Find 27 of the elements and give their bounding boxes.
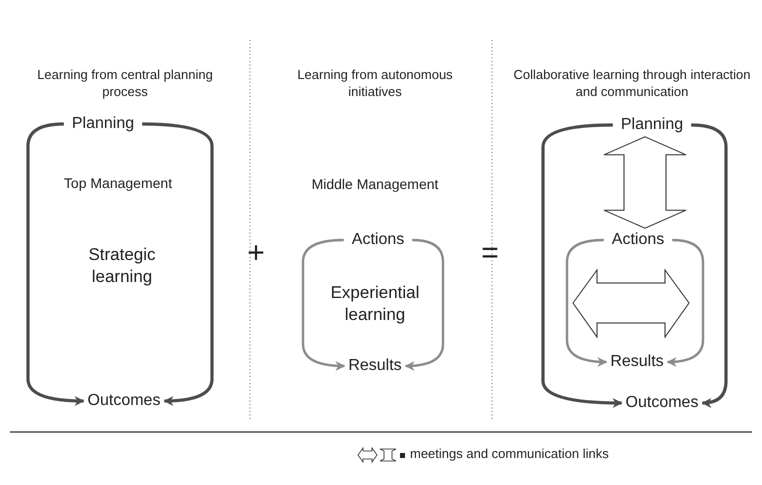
level-label: Middle Management <box>310 174 440 194</box>
hollow-double-arrow <box>604 136 686 229</box>
step-label: Planning <box>70 115 136 133</box>
step-label: Outcomes <box>86 392 162 410</box>
equals-sign: = <box>480 236 500 272</box>
curved-arrow <box>302 238 346 371</box>
curved-arrow <box>26 122 85 406</box>
curved-arrow <box>691 123 728 408</box>
column-heading: Learning from central planning process <box>36 67 214 101</box>
step-label: Planning <box>618 116 686 134</box>
curved-arrow <box>566 238 608 367</box>
curved-arrow <box>541 123 623 408</box>
step-label: Actions <box>610 231 666 249</box>
learning-type-label: Strategic learning <box>87 244 157 288</box>
curved-arrow <box>666 238 704 367</box>
curved-arrow <box>142 122 214 406</box>
curved-arrow <box>404 238 444 371</box>
step-label: Results <box>608 353 666 371</box>
step-label: Results <box>346 357 404 375</box>
step-label: Outcomes <box>624 394 700 412</box>
step-label: Actions <box>350 231 406 249</box>
column-heading: Collaborative learning through interaction and communication <box>512 67 752 101</box>
plus-sign: + <box>246 236 266 272</box>
column-heading: Learning from autonomous initiatives <box>296 67 454 101</box>
level-label: Top Management <box>62 174 174 192</box>
legend-text: meetings and communication links <box>410 446 609 461</box>
learning-type-label: Experiential learning <box>330 282 420 326</box>
